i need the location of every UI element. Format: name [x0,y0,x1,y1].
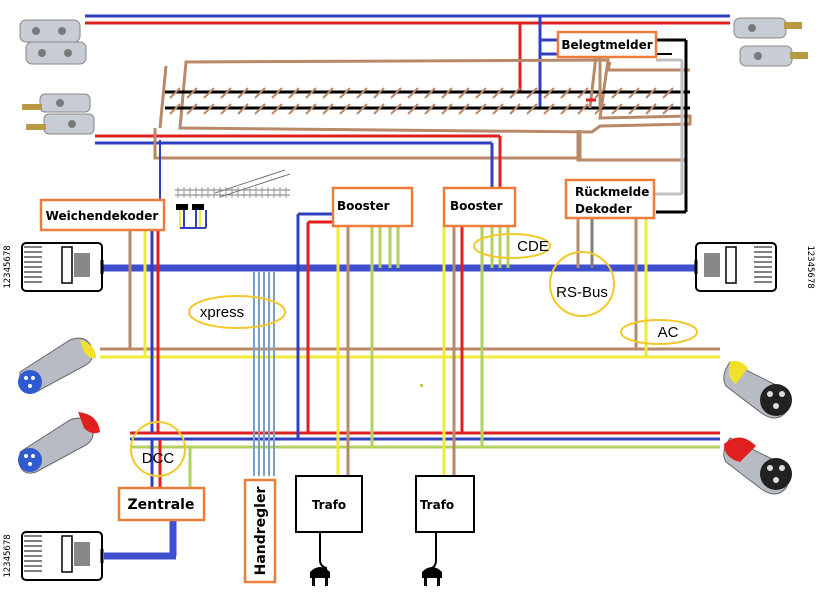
trafo-1-label: Trafo [312,498,346,512]
pin-numbers-left-top: 12345678 [3,245,13,288]
booster-1-label: Booster [337,199,390,213]
top-rails [85,14,730,145]
cde-label: CDE [517,238,549,255]
xlr-male-red-icon [723,437,792,495]
rj-connector-right: 12345678 [694,242,815,292]
xpress-ellipse: xpress [188,295,286,329]
rueckmelde-dekoder-box: Rückmelde Dekoder [564,178,656,220]
booster-2-label: Booster [450,199,503,213]
booster-1-box: Booster [331,186,414,228]
cde-ellipse: CDE [473,233,551,259]
dcc-label: DCC [142,450,175,467]
rs-bus-label: RS-Bus [556,284,608,301]
xlr-female-yellow-icon [18,337,96,394]
terminal-block-top-left-icon [19,19,87,65]
booster-2-box: Booster [442,186,517,228]
ac-label: AC [658,324,679,341]
rj-connector-left-bottom: 12345678 [3,531,104,581]
zentrale-box: Zentrale [117,486,206,522]
handregler-box: Handregler [243,478,277,584]
trafo-boxes: Trafo Trafo [295,475,475,533]
belegtmelder-box: Belegtmelder [556,30,658,59]
belegtmelder-label: Belegtmelder [561,38,652,52]
trafo-2-box: Trafo [415,475,475,533]
xpress-label: xpress [200,304,244,321]
feedback-wires [490,38,688,214]
component-boxes: Belegtmelder Weichendekoder Booster Boos… [39,30,658,584]
track-layout [153,58,692,162]
power-plugs [310,532,442,586]
xlr-female-red-icon [18,412,100,474]
dcc-circle: DCC [130,421,186,477]
rj-connector-left-top: 12345678 [3,242,104,292]
terminal-block-mid-left-icon [22,93,95,135]
trafo-2-label: Trafo [420,498,454,512]
terminal-block-top-right-icon [733,17,808,67]
main-buses [100,264,720,449]
rueckmelde-label-line-2: Dekoder [575,202,632,216]
turnout-sketch-icon [175,169,291,229]
track-sleepers [169,87,674,115]
rueckmelde-label-line-1: Rückmelde [575,185,649,199]
trafo-1-box: Trafo [295,475,363,533]
zentrale-label: Zentrale [128,497,195,513]
weichendekoder-label: Weichendekoder [46,209,159,223]
handregler-label: Handregler [253,487,269,576]
bus-labels: xpress CDE RS-Bus AC DCC [130,233,698,477]
xpress-bus-lines [253,272,275,476]
rs-bus-circle: RS-Bus [549,251,615,317]
ac-ellipse: AC [620,319,698,345]
pin-numbers-left-bottom: 12345678 [3,534,13,577]
pin-numbers-right: 12345678 [805,245,815,288]
weichendekoder-box: Weichendekoder [39,198,166,232]
xlr-male-yellow-icon [723,360,792,419]
vertical-wires [104,140,648,560]
